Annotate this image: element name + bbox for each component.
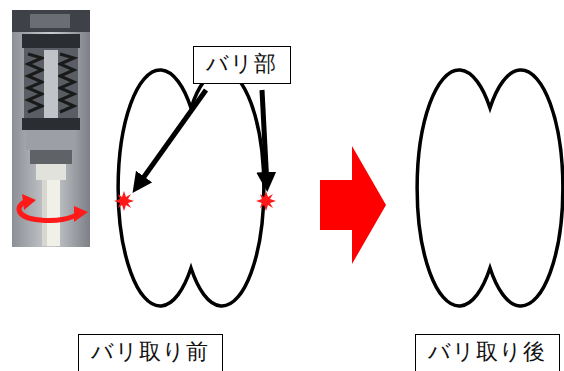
- process-arrow: [320, 146, 386, 264]
- part-outline-after: [417, 70, 563, 306]
- tool-photo: [12, 10, 90, 247]
- burr-mark: [256, 191, 276, 211]
- burr-mark: [114, 191, 134, 211]
- part-outline-before: [118, 70, 264, 306]
- label-text: バリ部: [206, 51, 278, 77]
- caption-box: バリ取り後: [415, 334, 560, 371]
- leader-arrow: [262, 90, 267, 186]
- label-text: バリ取り前: [91, 339, 210, 365]
- label-text: バリ取り後: [428, 339, 547, 365]
- caption-box: バリ取り前: [78, 334, 223, 371]
- leader-arrow: [136, 90, 206, 188]
- callout-box: バリ部: [193, 46, 291, 84]
